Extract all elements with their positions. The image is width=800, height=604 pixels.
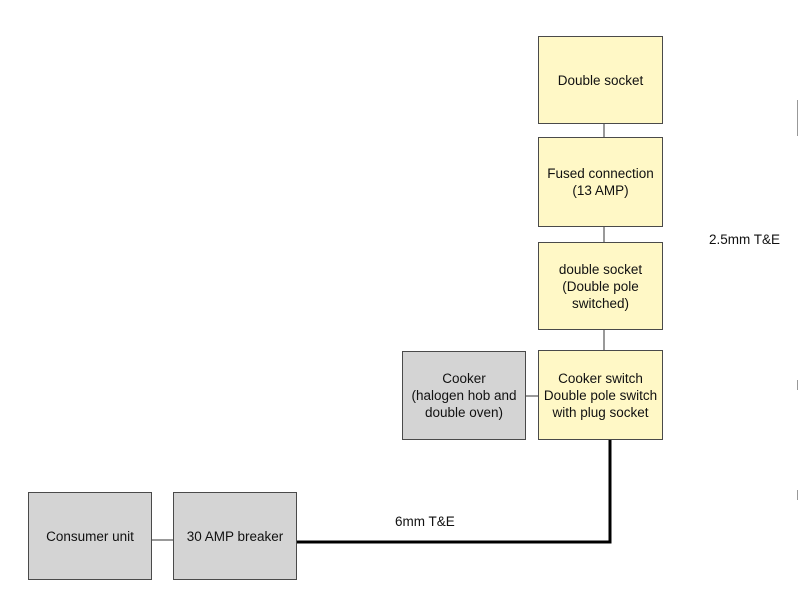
breaker-box: 30 AMP breaker [173, 492, 297, 580]
consumer-unit-box: Consumer unit [28, 492, 152, 580]
cable-6mm-line [297, 440, 612, 544]
cable-2-5mm-label: 2.5mm T&E [709, 232, 781, 247]
right-edge-mark [797, 380, 798, 390]
cooker-box: Cooker (halogen hob and double oven) [402, 351, 526, 440]
right-edge-mark [797, 490, 798, 500]
fused-connection-box: Fused connection (13 AMP) [538, 137, 663, 227]
cooker-switch-box: Cooker switch Double pole switch with pl… [538, 350, 663, 440]
cable-6mm-label: 6mm T&E [395, 514, 455, 529]
right-edge-mark [797, 100, 798, 136]
double-socket-switched-box: double socket (Double pole switched) [538, 242, 663, 330]
double-socket-box: Double socket [538, 36, 663, 124]
